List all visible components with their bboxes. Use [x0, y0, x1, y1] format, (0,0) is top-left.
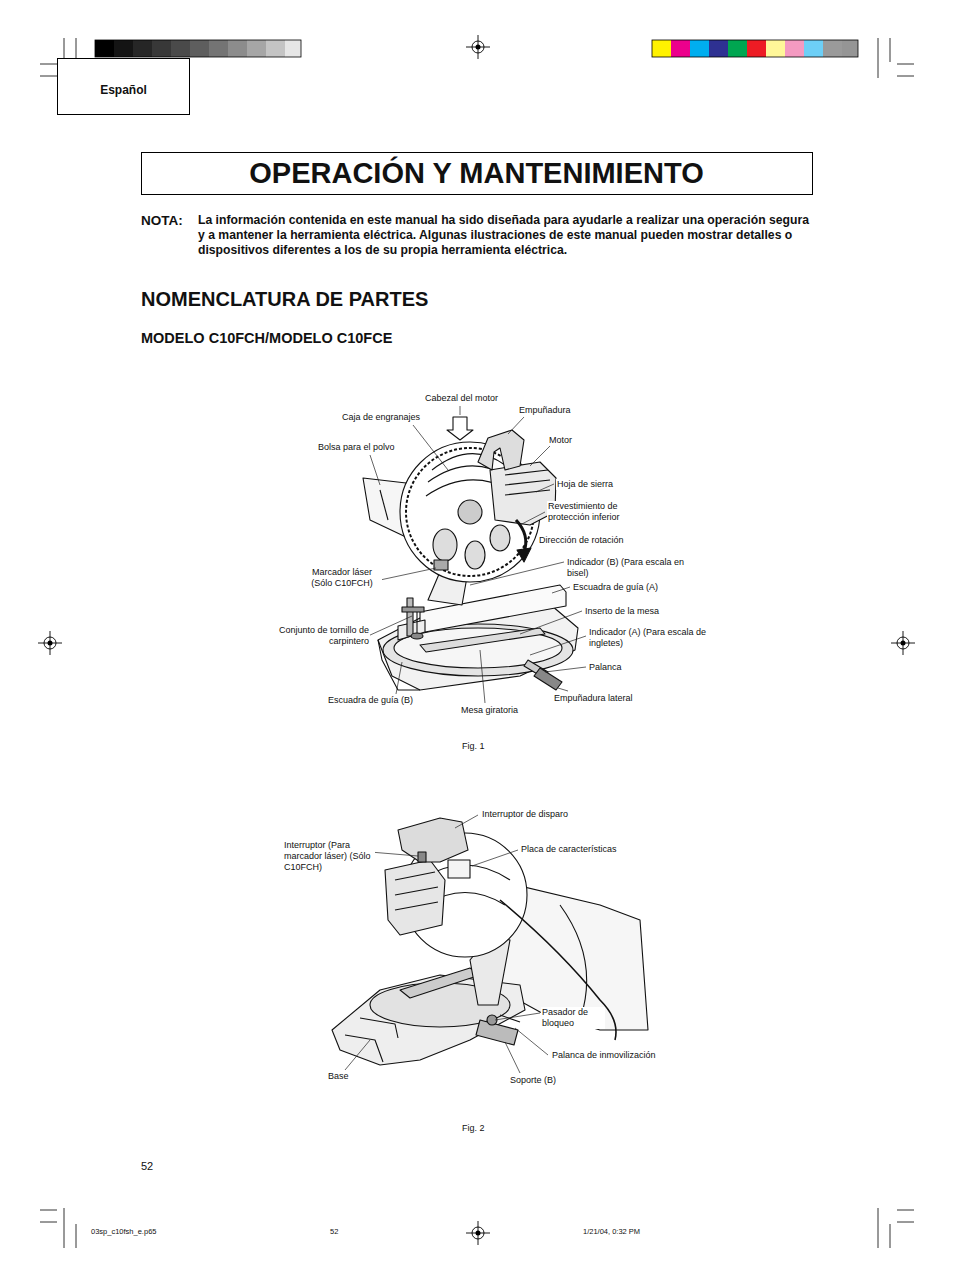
part-label: Empuñadura lateral	[553, 693, 634, 704]
part-label: Indicador (A) (Para escala de ingletes)	[588, 627, 710, 649]
part-label: Escuadra de guía (B)	[327, 695, 414, 706]
crop-marks	[40, 38, 914, 1248]
miter-saw-rear-illustration	[332, 818, 648, 1065]
section-heading: NOMENCLATURA DE PARTES	[141, 287, 428, 312]
part-label: Marcador láser (Sólo C10FCH)	[302, 567, 382, 589]
part-label: Bolsa para el polvo	[317, 442, 396, 453]
page-title: OPERACIÓN Y MANTENIMIENTO	[142, 153, 811, 193]
part-label: Soporte (B)	[509, 1075, 557, 1086]
note-text: La información contenida en este manual …	[198, 213, 814, 258]
part-label: Hoja de sierra	[556, 479, 614, 490]
part-label: Palanca	[588, 662, 623, 673]
part-label: Escuadra de guía (A)	[572, 582, 659, 593]
footer-text: 03sp_c10fsh_e.p65	[91, 1227, 156, 1236]
part-label: Base	[327, 1071, 350, 1082]
page-number: 52	[141, 1159, 153, 1173]
part-label: Palanca de inmovilización	[551, 1050, 657, 1061]
part-label: Inserto de la mesa	[584, 606, 660, 617]
grey-scale-bar	[95, 40, 301, 57]
leader-lines	[368, 406, 586, 703]
part-label: Pasador de bloqueo	[541, 1007, 605, 1029]
part-label: Caja de engranajes	[341, 412, 421, 423]
part-label: Motor	[548, 435, 573, 446]
title-box	[142, 153, 813, 195]
miter-saw-front-illustration	[363, 417, 578, 690]
part-label: Interruptor (Para marcador láser) (Sólo …	[283, 840, 375, 873]
part-label: Conjunto de tornillo de carpintero	[268, 625, 370, 647]
figure-caption: Fig. 1	[462, 741, 485, 752]
footer-text: 1/21/04, 0:32 PM	[583, 1227, 640, 1236]
tab-text: Español	[64, 83, 183, 97]
footer-text: 52	[330, 1227, 338, 1236]
language-tab: Español	[57, 58, 190, 115]
part-label: Dirección de rotación	[538, 535, 625, 546]
colour-bar	[652, 40, 858, 57]
part-label: Placa de características	[520, 844, 618, 855]
part-label: Empuñadura	[518, 405, 572, 416]
leader-lines	[345, 815, 548, 1073]
part-label: Revestimiento de protección inferior	[547, 501, 644, 523]
part-label: Indicador (B) (Para escala en bisel)	[566, 557, 708, 579]
note-heading: NOTA:	[141, 212, 183, 229]
part-label: Cabezal del motor	[424, 393, 499, 404]
figure-caption: Fig. 2	[462, 1123, 485, 1134]
part-label: Mesa giratoria	[460, 705, 519, 716]
registration-marks	[38, 35, 915, 1245]
part-label: Interruptor de disparo	[481, 809, 569, 820]
model-heading: MODELO C10FCH/MODELO C10FCE	[141, 329, 392, 347]
